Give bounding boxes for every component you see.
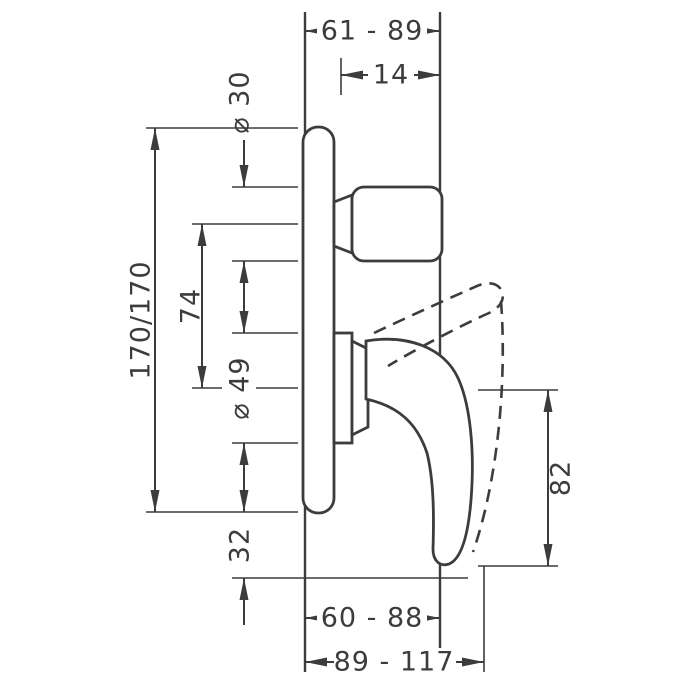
arrowhead-top — [543, 390, 553, 412]
arrowhead-top — [197, 224, 207, 246]
dim-label-bottom-depth: 60 - 88 — [321, 603, 424, 634]
lever-swing-trace-dashed — [471, 300, 505, 553]
label-backing — [334, 648, 456, 676]
dimension-handle-diameter: ⌀ 30 — [225, 70, 256, 187]
dimension-axis-distance: 74 — [176, 224, 207, 388]
dimension-lever-length: 82 — [543, 390, 577, 566]
arrowhead-right — [418, 70, 440, 80]
label-backing — [317, 604, 427, 632]
dim-label-bottom-offset: 32 — [225, 527, 256, 563]
dim-label-axis-distance: 74 — [176, 288, 207, 324]
dim-label-overall-height: 170/170 — [126, 260, 157, 379]
arrowhead-up — [239, 261, 249, 283]
dimension-bottom-offset: 32 — [225, 443, 256, 625]
lever-cone — [350, 338, 370, 438]
dimension-handle-projection: 14 — [341, 60, 440, 91]
dimension-top-depth: 61 - 89 — [305, 16, 440, 47]
arrowhead-left — [341, 70, 363, 80]
dim-label-sleeve-diameter: ⌀ 49 — [225, 356, 256, 419]
arrowhead-up-2 — [239, 578, 249, 600]
arrowhead-left — [305, 657, 327, 667]
label-backing — [317, 17, 427, 45]
escutcheon-plate — [301, 125, 336, 515]
dimension-sleeve-diameter: ⌀ 49 — [225, 261, 256, 420]
dimension-bottom-depth: 60 - 88 — [305, 603, 440, 634]
lever-handle — [364, 337, 474, 567]
arrowhead-right — [462, 657, 484, 667]
arrowhead-bottom — [197, 366, 207, 388]
dim-label-lever-length: 82 — [546, 460, 577, 496]
dimension-bottom-total: 89 - 117 — [305, 647, 484, 678]
handle-stem — [332, 192, 354, 256]
arrowhead-up — [239, 443, 249, 465]
dimension-overall-height: 170/170 — [126, 128, 160, 512]
lever-handle-dashed-position — [373, 281, 505, 368]
control-handle — [350, 185, 444, 263]
mixer-fixture — [301, 125, 505, 567]
label-backing — [368, 61, 414, 89]
arrowhead-down — [239, 490, 249, 512]
arrowhead-down — [239, 165, 249, 187]
dim-label-bottom-total: 89 - 117 — [334, 647, 455, 678]
dim-label-handle-diameter: ⌀ 30 — [225, 70, 256, 133]
arrowhead-bottom — [543, 544, 553, 566]
arrowhead-bottom — [150, 490, 160, 512]
arrowhead-down — [239, 311, 249, 333]
lever-sleeve — [332, 331, 354, 445]
dim-label-handle-projection: 14 — [373, 60, 409, 91]
arrowhead-top — [150, 128, 160, 150]
dim-label-top-depth: 61 - 89 — [321, 16, 424, 47]
